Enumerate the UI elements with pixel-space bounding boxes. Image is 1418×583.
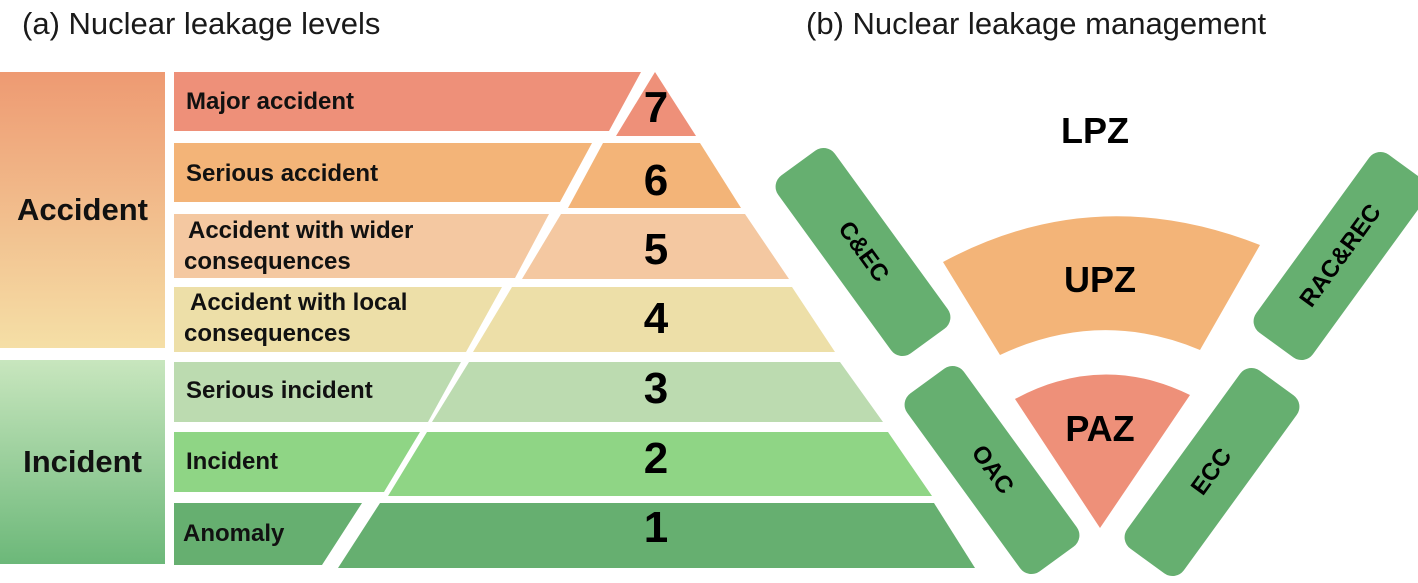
level-3-label-text: Serious incident	[186, 377, 373, 404]
level-2-label-text: Incident	[186, 448, 279, 475]
level-7-label-band	[174, 72, 641, 131]
level-7-label: Major accident	[186, 86, 354, 117]
level-7-number: 7	[643, 83, 669, 132]
level-3-band	[432, 362, 883, 422]
level-5-number: 5	[643, 225, 669, 274]
level-4-label-band	[174, 287, 502, 352]
level-1-band	[338, 503, 975, 568]
level-4-number: 4	[643, 294, 669, 343]
panel-a-title: (a) Nuclear leakage levels	[22, 6, 381, 41]
level-1-label-band	[174, 503, 362, 565]
oac-bar	[904, 365, 1080, 575]
level-5-band	[522, 214, 789, 279]
paz-sector	[1015, 374, 1190, 528]
level-7-band	[616, 72, 696, 136]
pyramid-left-bands	[174, 72, 641, 565]
level-6-number: 6	[643, 156, 669, 205]
level-5-label-line2: consequences	[184, 248, 351, 275]
level-6-label: Serious accident	[186, 158, 378, 189]
level-2-number: 2	[643, 434, 669, 483]
level-3-label-band	[174, 362, 461, 422]
level-4-label: Accident with local consequences	[184, 287, 407, 349]
level-5-label: Accident with wider consequences	[184, 215, 413, 277]
paz-label: PAZ	[1065, 408, 1135, 449]
cec-bar	[775, 147, 951, 357]
accident-group-block	[0, 72, 165, 348]
level-2-label: Incident	[186, 446, 278, 477]
level-2-label-band	[174, 432, 420, 492]
level-6-label-band	[174, 143, 592, 202]
panel-b-title: (b) Nuclear leakage management	[806, 6, 1267, 41]
accident-group-label: Accident	[17, 192, 148, 227]
level-5-label-band	[174, 214, 549, 278]
level-6-label-text: Serious accident	[186, 160, 379, 187]
upz-sector	[943, 216, 1260, 355]
level-6-band	[568, 143, 741, 208]
ecc-bar	[1124, 367, 1300, 577]
level-4-band	[473, 287, 835, 352]
level-3-label: Serious incident	[186, 375, 373, 406]
upz-label: UPZ	[1064, 259, 1136, 300]
level-5-label-line1: Accident with wider	[188, 217, 414, 244]
level-1-label-text: Anomaly	[183, 520, 285, 547]
level-4-label-line1: Accident with local	[190, 289, 408, 316]
pyramid-right-bands	[338, 72, 975, 568]
lpz-label: LPZ	[1061, 110, 1129, 151]
level-1-number: 1	[643, 503, 669, 552]
level-2-band	[388, 432, 932, 496]
level-7-label-text: Major accident	[186, 88, 355, 115]
rac-rec-bar	[1253, 151, 1418, 361]
level-1-label: Anomaly	[183, 518, 284, 549]
incident-group-label: Incident	[23, 444, 142, 479]
center-bars	[775, 147, 1418, 577]
level-4-label-line2: consequences	[184, 320, 351, 347]
incident-group-block	[0, 360, 165, 564]
level-3-number: 3	[643, 364, 669, 413]
